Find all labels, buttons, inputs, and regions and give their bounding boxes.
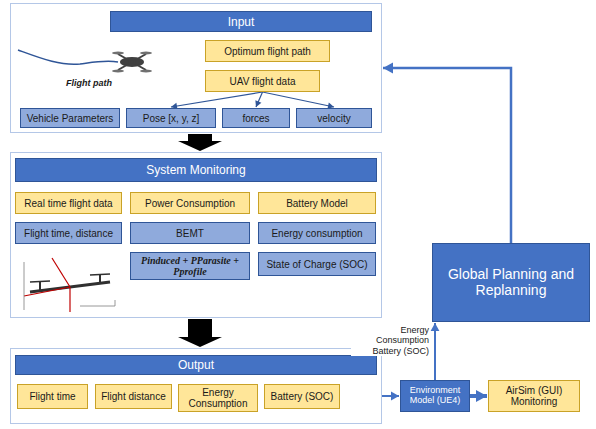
box-text: forces <box>239 113 272 124</box>
box-text: Flight time, distance <box>21 228 116 239</box>
process-box: Power Consumption <box>130 192 250 214</box>
axis-line <box>24 262 25 310</box>
process-box: Battery (SOC) <box>264 384 340 409</box>
panel-box: InputOptimum flight pathUAV flight dataV… <box>10 3 382 133</box>
box-text: velocity <box>314 113 353 124</box>
weight-vector <box>69 287 70 312</box>
arrowhead <box>391 392 399 401</box>
arrowhead <box>476 390 487 402</box>
thrust-vector <box>52 258 70 287</box>
rotor-mast <box>39 282 41 290</box>
connector-line <box>434 323 436 380</box>
box-text: UAV flight data <box>227 76 299 87</box>
process-box: Pinduced + PParasite + Pprofile <box>130 252 250 280</box>
process-box: Flight distance <box>95 384 172 409</box>
drag-vector <box>24 287 70 296</box>
block-arrow <box>178 319 222 347</box>
process-box: forces <box>222 108 290 128</box>
process-box: UAV flight data <box>205 70 320 92</box>
box-text: Environment Model (UE4) <box>401 386 469 406</box>
box-text: Battery (SOC) <box>268 391 337 402</box>
process-box: Vehicle Parameters <box>20 108 120 128</box>
process-box: Energy consumption <box>258 222 376 244</box>
connector <box>431 323 440 380</box>
panel-heading: System Monitoring <box>15 158 377 182</box>
box-text: BEMT <box>173 228 207 239</box>
box-text: Energy Consumption <box>179 387 257 409</box>
connector <box>178 319 222 347</box>
process-box: Optimum flight path <box>205 40 330 62</box>
edge-label: Energy Consumption Battery (SOC) <box>351 325 429 356</box>
connector <box>171 92 263 109</box>
box-text: Flight distance <box>98 391 168 402</box>
box-text: State of Charge (SOC) <box>263 259 370 270</box>
connector-line <box>383 68 511 243</box>
box-text: Energy consumption <box>268 228 365 239</box>
panel-box: OutputFlight time Flight distance Energy C… <box>10 348 382 424</box>
process-box: Real time flight data <box>15 192 122 214</box>
connector <box>255 92 262 107</box>
drone-arm <box>118 54 146 70</box>
block-arrow <box>178 134 222 151</box>
process-box: State of Charge (SOC) <box>258 252 376 276</box>
drone-rotor <box>112 52 124 55</box>
drone-rotor <box>140 52 152 55</box>
process-box: Flight time, distance <box>15 222 122 244</box>
process-box: Battery Model <box>258 192 376 214</box>
process-box: velocity <box>296 108 372 128</box>
flight-path-curve <box>18 50 118 64</box>
axis-line <box>115 300 116 306</box>
connector <box>470 390 487 402</box>
arrowhead <box>255 100 261 107</box>
illustration-label: Flight path <box>66 78 112 88</box>
panel-heading: Input <box>110 11 372 32</box>
connector <box>382 392 399 401</box>
box-text: Optimum flight path <box>221 46 314 57</box>
box-text: AirSim (GUI) Monitoring <box>489 385 579 407</box>
connector-line <box>256 92 263 107</box>
rotor-blade <box>30 281 50 282</box>
box-text: Global Planning and Replanning <box>433 267 589 298</box>
process-box: Global Planning and Replanning <box>432 243 590 322</box>
connector-line <box>171 92 263 107</box>
rotor-mast <box>99 275 101 283</box>
process-box: Environment Model (UE4) <box>400 380 470 412</box>
process-box: Energy Consumption <box>178 384 258 412</box>
box-text: Power Consumption <box>142 198 238 209</box>
force-diagram <box>24 258 115 312</box>
arrowhead <box>383 63 393 74</box>
connector-line <box>263 92 335 107</box>
process-box: AirSim (GUI) Monitoring <box>488 380 580 412</box>
connector <box>178 134 222 151</box>
drone-arm <box>118 54 146 70</box>
box-text: Pinduced + PParasite + Pprofile <box>131 255 249 277</box>
process-box: BEMT <box>130 222 250 244</box>
panel-heading: Output <box>15 355 377 375</box>
drone-rotor <box>112 70 124 73</box>
panel-box: System MonitoringReal time flight data Po… <box>10 152 382 318</box>
box-text: Real time flight data <box>21 198 115 209</box>
box-text: Pose [x, y, z] <box>140 113 203 124</box>
flight-path-drone <box>18 50 152 73</box>
axis-line <box>80 306 115 307</box>
connector <box>263 92 335 109</box>
box-text: Vehicle Parameters <box>24 113 117 124</box>
box-text: Battery Model <box>283 198 351 209</box>
process-box: Pose [x, y, z] <box>126 108 216 128</box>
arrowhead <box>431 323 440 331</box>
connector <box>383 63 511 244</box>
process-box: Flight time <box>17 384 88 409</box>
box-text: Flight time <box>26 391 78 402</box>
drone-rotor <box>140 70 152 73</box>
rotor-blade <box>90 274 110 275</box>
